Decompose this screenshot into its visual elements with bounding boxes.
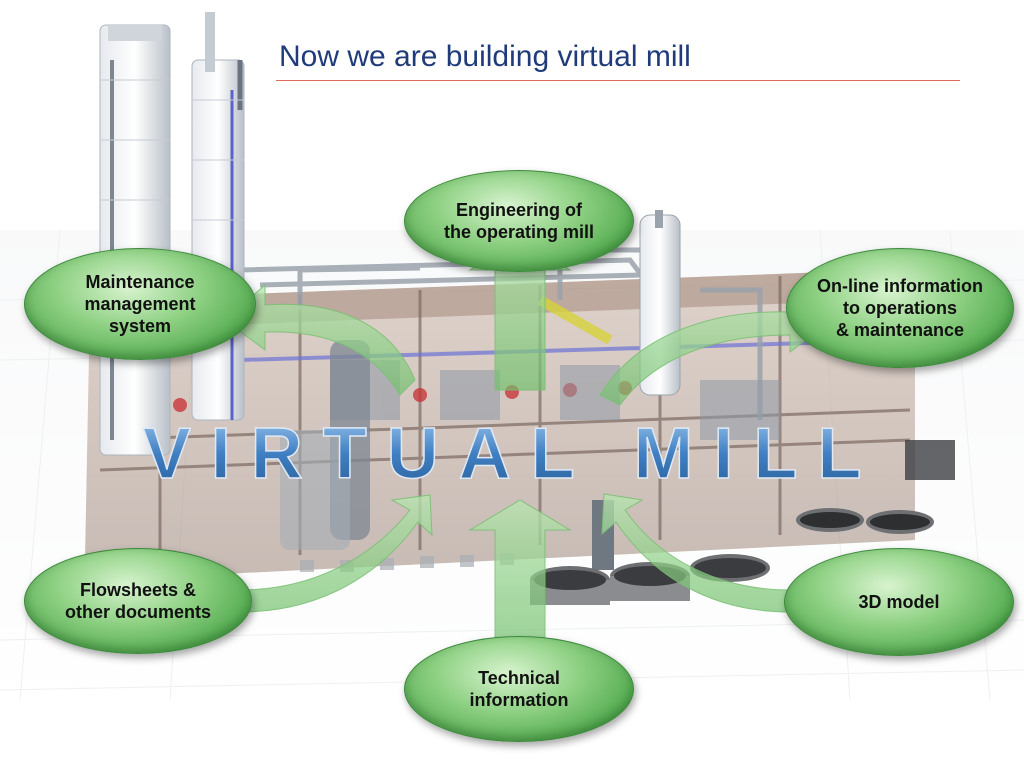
arrow-from-flowsheets [239, 494, 433, 613]
arrow-from-3d-model [601, 493, 791, 613]
node-maintenance: Maintenance management system [24, 248, 256, 360]
node-flowsheets-label: Flowsheets & other documents [64, 580, 211, 622]
storage-tanks [530, 508, 934, 605]
node-technical: Technical information [404, 636, 634, 742]
arrow-from-technical [468, 499, 572, 641]
node-engineering: Engineering of the operating mill [404, 170, 634, 272]
node-maintenance-label: Maintenance management system [84, 272, 196, 336]
node-technical-label: Technical information [469, 668, 569, 710]
node-online: On-line information to operations & main… [786, 248, 1014, 368]
slide-title: Now we are building virtual mill [279, 40, 691, 73]
virtual-mill-label: VIRTUAL MILL [143, 414, 882, 494]
node-online-label: On-line information to operations & main… [817, 276, 983, 340]
node-3d-model: 3D model [784, 548, 1014, 656]
node-engineering-label: Engineering of the operating mill [443, 200, 594, 242]
node-flowsheets: Flowsheets & other documents [24, 548, 252, 654]
flow-arrows [224, 239, 831, 641]
title-divider [276, 80, 960, 81]
node-3d-model-label: 3D model [858, 592, 940, 612]
mill-building [85, 210, 955, 605]
